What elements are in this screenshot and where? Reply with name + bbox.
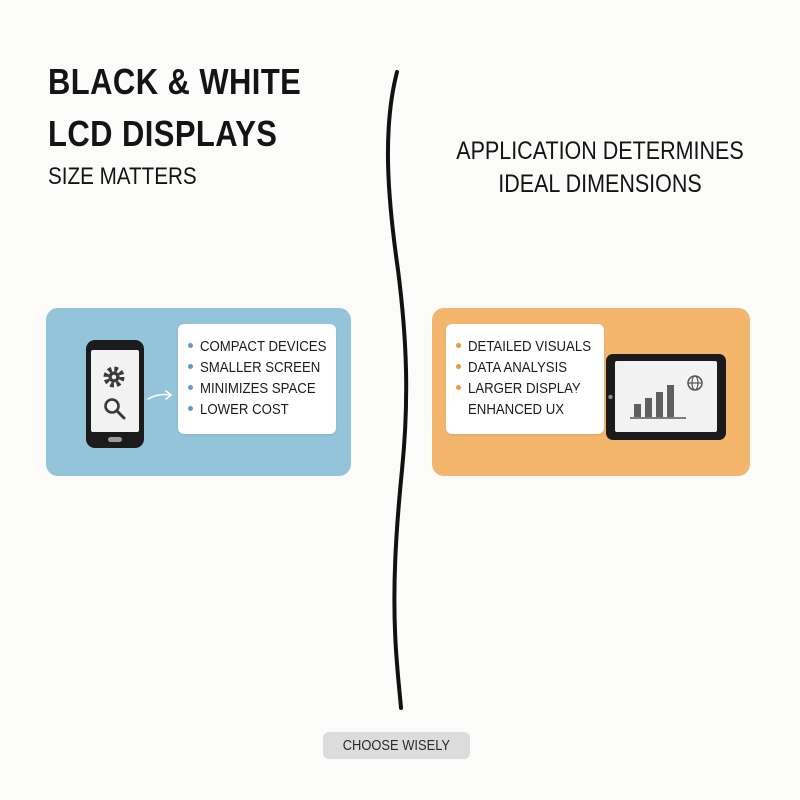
title-line-1: BLACK & WHITE (48, 61, 302, 102)
list-item-label: DETAILED VISUALS (468, 338, 592, 355)
subtitle: SIZE MATTERS (48, 163, 197, 190)
tablet-icon (606, 354, 726, 440)
bullet-dot (456, 384, 461, 390)
left-feature-list: COMPACT DEVICES SMALLER SCREEN MINIMIZES… (188, 336, 344, 420)
list-item: ENHANCED UX (456, 399, 608, 420)
list-item-label: ENHANCED UX (468, 401, 565, 418)
bullet-dot (456, 342, 461, 348)
smartphone-icon (86, 340, 144, 448)
bullet-dot (188, 342, 193, 348)
list-item-label: SMALLER SCREEN (200, 359, 321, 376)
list-item-label: LARGER DISPLAY (468, 380, 581, 397)
list-item-label: COMPACT DEVICES (200, 338, 327, 355)
right-feature-list: DETAILED VISUALS DATA ANALYSIS LARGER DI… (456, 336, 608, 420)
arrow-right-icon (147, 390, 172, 400)
list-item: LOWER COST (188, 399, 344, 420)
list-item: MINIMIZES SPACE (188, 378, 344, 399)
bullet-dot (456, 363, 461, 369)
list-item: DETAILED VISUALS (456, 336, 608, 357)
left-features-card: COMPACT DEVICES SMALLER SCREEN MINIMIZES… (178, 324, 336, 434)
bullet-dot (188, 405, 193, 411)
title-line-2: LCD DISPLAYS (48, 113, 278, 154)
right-heading-line-2: IDEAL DIMENSIONS (498, 170, 702, 198)
list-item-label: LOWER COST (200, 401, 289, 418)
list-item-label: DATA ANALYSIS (468, 359, 568, 376)
gear-icon (103, 366, 125, 388)
magnifier-icon (104, 398, 126, 420)
choose-wisely-label: CHOOSE WISELY (342, 737, 451, 754)
bullet-dot (188, 363, 193, 369)
wavy-divider (385, 70, 409, 710)
arrow-right-icon (574, 384, 600, 394)
bullet-dot (188, 384, 193, 390)
right-features-card: DETAILED VISUALS DATA ANALYSIS LARGER DI… (446, 324, 604, 434)
choose-wisely-button[interactable]: CHOOSE WISELY (323, 732, 470, 759)
list-item-label: MINIMIZES SPACE (200, 380, 316, 397)
list-item: LARGER DISPLAY (456, 378, 608, 399)
list-item: DATA ANALYSIS (456, 357, 608, 378)
right-heading-line-1: APPLICATION DETERMINES (456, 137, 744, 165)
list-item: COMPACT DEVICES (188, 336, 344, 357)
list-item: SMALLER SCREEN (188, 357, 344, 378)
bar-chart-icon (630, 385, 686, 419)
globe-icon (687, 375, 703, 391)
